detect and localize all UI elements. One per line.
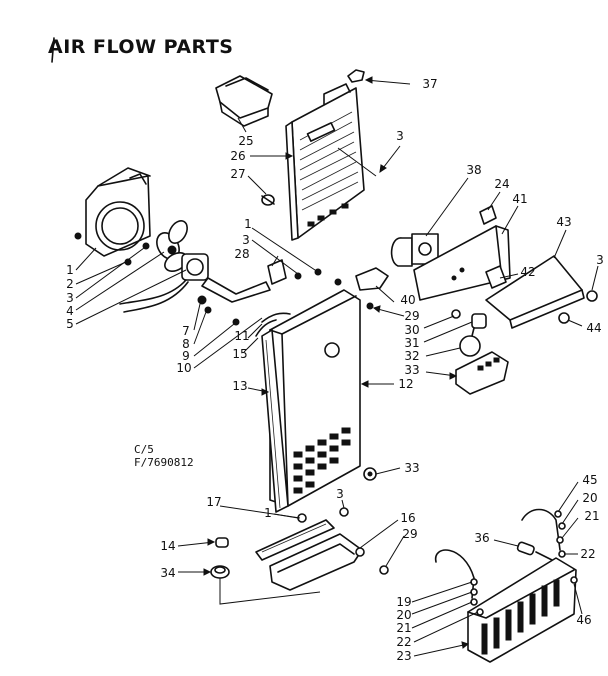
callout-27: 27 [230, 167, 246, 181]
light-bulb [459, 313, 487, 357]
clip-27 [261, 194, 275, 206]
callout-1-left: 1 [66, 263, 74, 277]
callout-22-right: 22 [580, 547, 596, 561]
callout-14: 14 [160, 539, 176, 553]
callout-19: 19 [396, 595, 412, 609]
grommet-14 [215, 537, 229, 548]
reference-code: C/5 F/7690812 [134, 443, 194, 469]
callout-43: 43 [556, 215, 572, 229]
gasket-11 [261, 312, 291, 323]
side-channel-13 [261, 329, 289, 513]
assembly-line-34 [219, 578, 321, 605]
callout-3-right: 3 [596, 253, 604, 267]
drain-heater-23 [467, 557, 577, 663]
callout-5: 5 [66, 317, 74, 331]
callout-36: 36 [474, 531, 490, 545]
diagram-title: AIR FLOW PARTS [48, 36, 234, 58]
damper-cover-25 [215, 75, 273, 127]
callout-40: 40 [400, 293, 416, 307]
reference-line-1: C/5 [134, 443, 154, 456]
callout-1-center: 1 [244, 217, 252, 231]
callout-1-lower: 1 [264, 506, 272, 520]
callout-42: 42 [520, 265, 536, 279]
callout-30: 30 [404, 323, 420, 337]
socket-40 [355, 267, 389, 291]
fan-motor [119, 253, 271, 313]
callout-13: 13 [232, 379, 248, 393]
screw-44 [558, 312, 570, 324]
callout-11: 11 [234, 329, 250, 343]
callout-46: 46 [576, 613, 592, 627]
callout-41: 41 [512, 192, 528, 206]
callout-7: 7 [182, 324, 190, 338]
fan-shroud [85, 167, 151, 257]
air-duct-17 [255, 519, 335, 561]
callout-3-top: 3 [396, 129, 404, 143]
callout-2: 2 [66, 277, 74, 291]
callout-26: 26 [230, 149, 246, 163]
callout-21-lower: 21 [396, 621, 412, 635]
callout-32: 32 [404, 349, 420, 363]
rear-duct-panel [285, 83, 365, 241]
callout-38: 38 [466, 163, 482, 177]
callout-24: 24 [494, 177, 510, 191]
connectors-right [470, 510, 578, 616]
tubing-36 [516, 508, 561, 561]
grommet-34 [210, 565, 230, 579]
switch-33 [455, 351, 509, 395]
callout-21-right: 21 [584, 509, 600, 523]
callout-28: 28 [234, 247, 250, 261]
drain-trough-16 [269, 533, 363, 591]
screw-6 [363, 467, 377, 481]
callout-20-lower: 20 [396, 608, 412, 622]
callout-4: 4 [66, 304, 74, 318]
callout-31: 31 [404, 336, 420, 350]
callout-45: 45 [582, 473, 598, 487]
callout-8: 8 [182, 337, 190, 351]
callout-23: 23 [396, 649, 412, 663]
callout-9: 9 [182, 349, 190, 363]
gasket-15 [255, 319, 277, 337]
callout-3-center: 3 [242, 233, 250, 247]
heater-wire-19 [435, 549, 475, 599]
light-shield [485, 255, 585, 329]
callout-34: 34 [160, 566, 176, 580]
callout-29-upper: 29 [404, 309, 420, 323]
leader-lines [75, 76, 599, 657]
callout-25: 25 [238, 134, 254, 148]
callout-3-lower: 3 [336, 487, 344, 501]
callout-6: 33 [404, 461, 420, 475]
callout-12: 12 [398, 377, 414, 391]
callout-15: 15 [232, 347, 248, 361]
callout-44: 44 [586, 321, 602, 335]
reference-line-2: F/7690812 [134, 456, 194, 469]
screw-3-right [586, 290, 598, 302]
callout-20-right: 20 [582, 491, 598, 505]
callout-3-left: 3 [66, 291, 74, 305]
callout-10: 10 [176, 361, 192, 375]
callout-22-lower: 22 [396, 635, 412, 649]
clip-37 [347, 69, 365, 83]
callout-16: 16 [400, 511, 416, 525]
title-marker [51, 37, 55, 63]
callout-33: 33 [404, 363, 420, 377]
callout-17: 17 [206, 495, 222, 509]
callout-37: 37 [422, 77, 438, 91]
callout-29-lower: 29 [402, 527, 418, 541]
clip-24 [479, 205, 497, 225]
evaporator-cover [269, 289, 361, 507]
